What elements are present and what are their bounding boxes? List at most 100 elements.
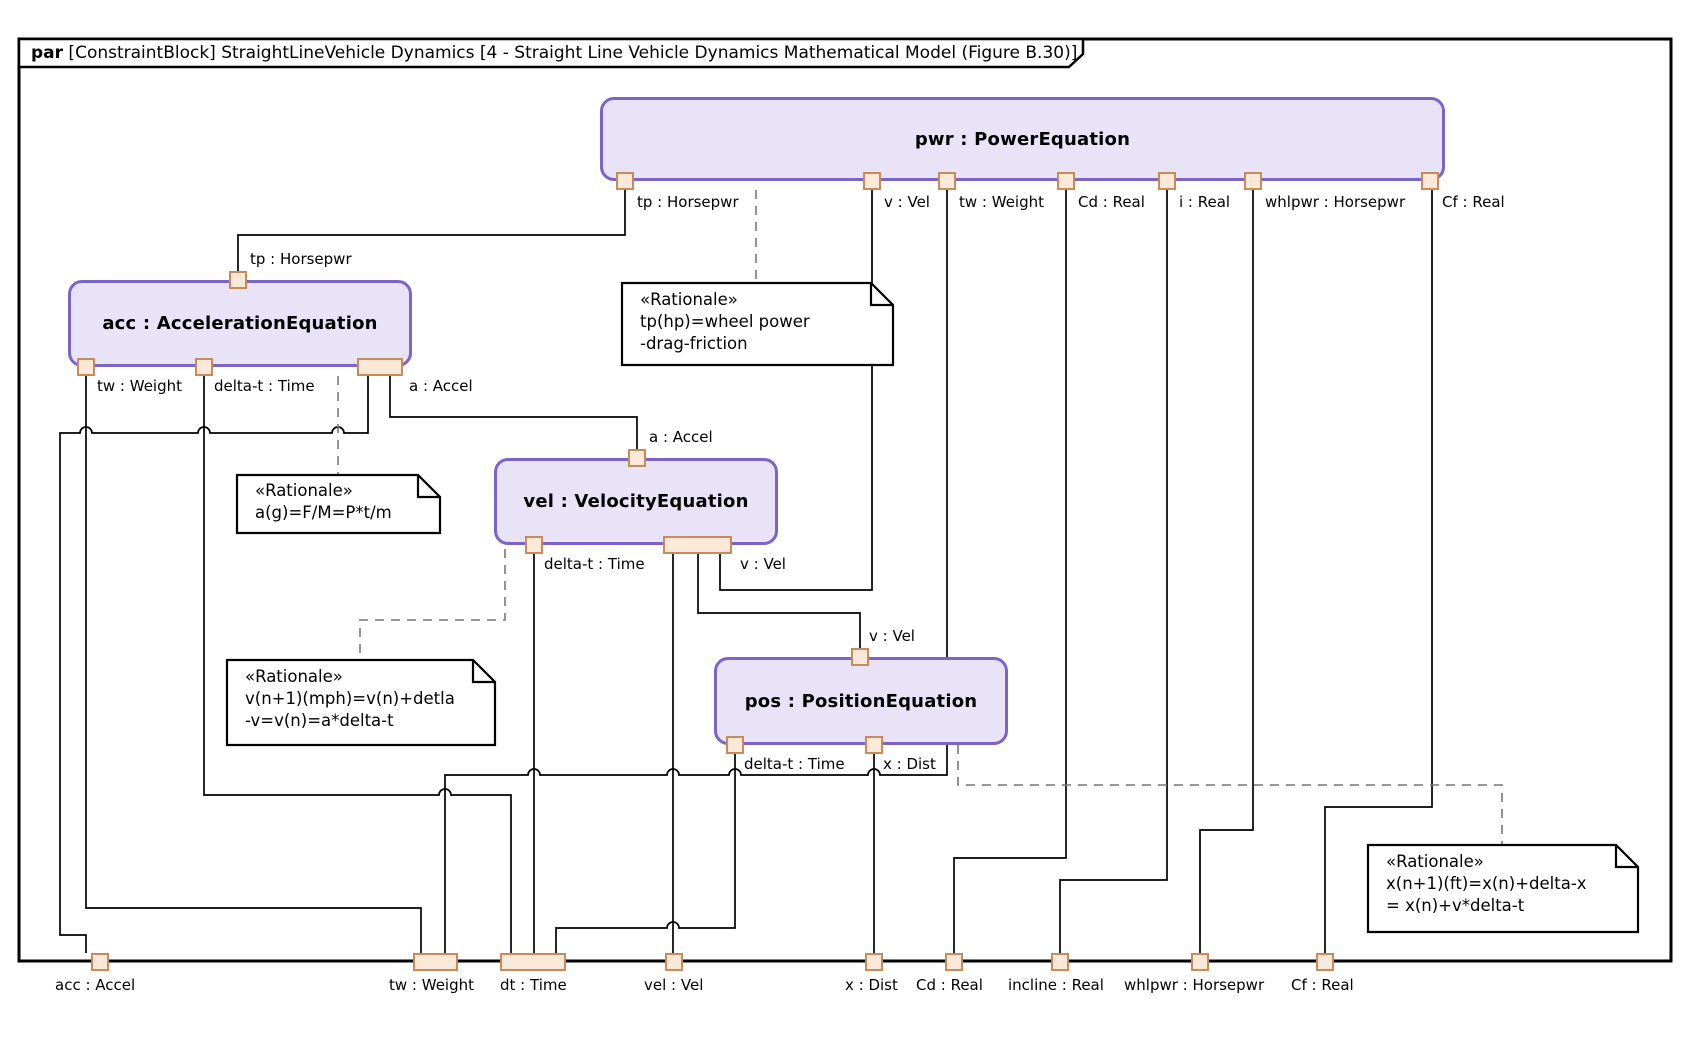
- port-acc-tp[interactable]: [229, 271, 247, 289]
- port-label-pwr-whlpwr: whlpwr : Horsepwr: [1265, 193, 1406, 211]
- connectors[interactable]: [59, 190, 1433, 953]
- note-position-line1: x(n+1)(ft)=x(n)+delta-x: [1386, 874, 1587, 893]
- block-title-acc: acc : AccelerationEquation: [102, 313, 378, 334]
- connector-incline[interactable]: [1059, 190, 1168, 953]
- frame-port-vel[interactable]: [665, 953, 683, 971]
- frame-port-label-whlpwr: whlpwr : Horsepwr: [1124, 976, 1265, 994]
- note-accel[interactable]: [235, 473, 442, 535]
- constraint-block-pwr[interactable]: pwr : PowerEquation: [600, 97, 1445, 181]
- block-title-pwr: pwr : PowerEquation: [914, 128, 1131, 150]
- frame-port-cf[interactable]: [1316, 953, 1334, 971]
- port-acc-a[interactable]: [357, 358, 403, 376]
- port-label-acc-a: a : Accel: [409, 377, 473, 395]
- port-vel-v[interactable]: [663, 536, 732, 554]
- note-accel-text: «Rationale» a(g)=F/M=P*t/m: [255, 480, 392, 524]
- note-velocity-line2: -v=v(n)=a*delta-t: [245, 711, 394, 730]
- note-power[interactable]: [620, 281, 895, 367]
- port-label-pwr-i: i : Real: [1179, 193, 1231, 211]
- port-pwr-whlpwr[interactable]: [1244, 172, 1262, 190]
- port-pwr-cd[interactable]: [1057, 172, 1075, 190]
- port-pwr-tp[interactable]: [616, 172, 634, 190]
- frame-port-label-x: x : Dist: [845, 976, 898, 994]
- frame-port-label-vel: vel : Vel: [644, 976, 704, 994]
- connector-v-pwr[interactable]: [719, 190, 873, 591]
- connector-v-pos[interactable]: [697, 554, 861, 649]
- note-position[interactable]: [1366, 843, 1640, 934]
- port-acc-delta-t[interactable]: [195, 358, 213, 376]
- port-vel-delta-t[interactable]: [525, 536, 543, 554]
- note-velocity-fold: [471, 660, 495, 684]
- anchor-note-position: [957, 745, 1503, 845]
- frame-port-label-cd: Cd : Real: [916, 976, 983, 994]
- note-velocity-text: «Rationale» v(n+1)(mph)=v(n)+detla -v=v(…: [245, 666, 455, 732]
- port-vel-a[interactable]: [628, 449, 646, 467]
- frame-port-cd[interactable]: [945, 953, 963, 971]
- port-label-pwr-cd: Cd : Real: [1078, 193, 1145, 211]
- note-anchors: [337, 190, 1503, 845]
- connector-tp[interactable]: [237, 190, 626, 272]
- anchor-note-velocity: [359, 549, 506, 660]
- port-label-pos-v: v : Vel: [869, 627, 915, 645]
- port-label-pos-x: x : Dist: [883, 755, 936, 773]
- note-velocity-stereotype: «Rationale»: [245, 667, 343, 686]
- diagram-kind-label: par: [31, 43, 64, 63]
- connector-acc-frame[interactable]: [59, 376, 369, 953]
- connector-tw-acc[interactable]: [85, 376, 422, 953]
- note-power-text: «Rationale» tp(hp)=wheel power -drag-fri…: [640, 289, 810, 355]
- port-pwr-cf[interactable]: [1421, 172, 1439, 190]
- port-label-pos-delta-t: delta-t : Time: [744, 755, 845, 773]
- frame-port-label-tw: tw : Weight: [389, 976, 474, 994]
- port-pwr-i[interactable]: [1158, 172, 1176, 190]
- port-label-pwr-tp: tp : Horsepwr: [637, 193, 739, 211]
- note-position-fold: [1614, 845, 1638, 869]
- port-label-pwr-cf: Cf : Real: [1442, 193, 1505, 211]
- note-power-fold: [869, 283, 893, 307]
- note-power-stereotype: «Rationale»: [640, 290, 738, 309]
- note-velocity-line1: v(n+1)(mph)=v(n)+detla: [245, 689, 455, 708]
- note-power-line1: tp(hp)=wheel power: [640, 312, 810, 331]
- port-label-pwr-tw: tw : Weight: [959, 193, 1044, 211]
- frame-port-label-incline: incline : Real: [1008, 976, 1104, 994]
- port-pwr-v[interactable]: [863, 172, 881, 190]
- frame-port-tw[interactable]: [413, 953, 458, 971]
- frame-port-acc[interactable]: [91, 953, 109, 971]
- frame-port-x[interactable]: [865, 953, 883, 971]
- constraint-block-vel[interactable]: vel : VelocityEquation: [494, 458, 778, 545]
- block-title-pos: pos : PositionEquation: [744, 690, 978, 712]
- port-pos-delta-t[interactable]: [726, 736, 744, 754]
- port-label-vel-a: a : Accel: [649, 428, 713, 446]
- frame-port-label-dt: dt : Time: [500, 976, 567, 994]
- note-accel-stereotype: «Rationale»: [255, 481, 353, 500]
- note-power-line2: -drag-friction: [640, 334, 748, 353]
- note-position-text: «Rationale» x(n+1)(ft)=x(n)+delta-x = x(…: [1386, 851, 1587, 917]
- connector-tw-pwr[interactable]: [444, 190, 948, 953]
- frame-port-incline[interactable]: [1051, 953, 1069, 971]
- note-accel-line1: a(g)=F/M=P*t/m: [255, 503, 392, 522]
- port-label-acc-tp: tp : Horsepwr: [250, 250, 352, 268]
- frame-port-dt[interactable]: [500, 953, 566, 971]
- constraint-block-acc[interactable]: acc : AccelerationEquation: [68, 280, 412, 367]
- connector-cf[interactable]: [1324, 190, 1433, 953]
- port-label-vel-v: v : Vel: [740, 555, 786, 573]
- note-position-line2: = x(n)+v*delta-t: [1386, 896, 1525, 915]
- port-label-acc-tw: tw : Weight: [97, 377, 182, 395]
- port-acc-tw[interactable]: [77, 358, 95, 376]
- note-accel-fold: [416, 475, 440, 499]
- frame-port-label-cf: Cf : Real: [1291, 976, 1354, 994]
- connector-whlpwr[interactable]: [1199, 190, 1254, 953]
- connector-cd[interactable]: [953, 190, 1067, 953]
- note-velocity[interactable]: [225, 658, 497, 747]
- diagram-title: par [ConstraintBlock] StraightLineVehicl…: [31, 43, 1077, 63]
- port-pos-x[interactable]: [865, 736, 883, 754]
- connector-a[interactable]: [389, 375, 638, 450]
- connector-dt-pos[interactable]: [555, 754, 736, 953]
- note-position-stereotype: «Rationale»: [1386, 852, 1484, 871]
- port-label-pwr-v: v : Vel: [884, 193, 930, 211]
- notes-layer: [225, 281, 1640, 934]
- port-pwr-tw[interactable]: [938, 172, 956, 190]
- port-pos-v[interactable]: [851, 648, 869, 666]
- constraint-block-pos[interactable]: pos : PositionEquation: [714, 657, 1008, 745]
- frame-port-whlpwr[interactable]: [1191, 953, 1209, 971]
